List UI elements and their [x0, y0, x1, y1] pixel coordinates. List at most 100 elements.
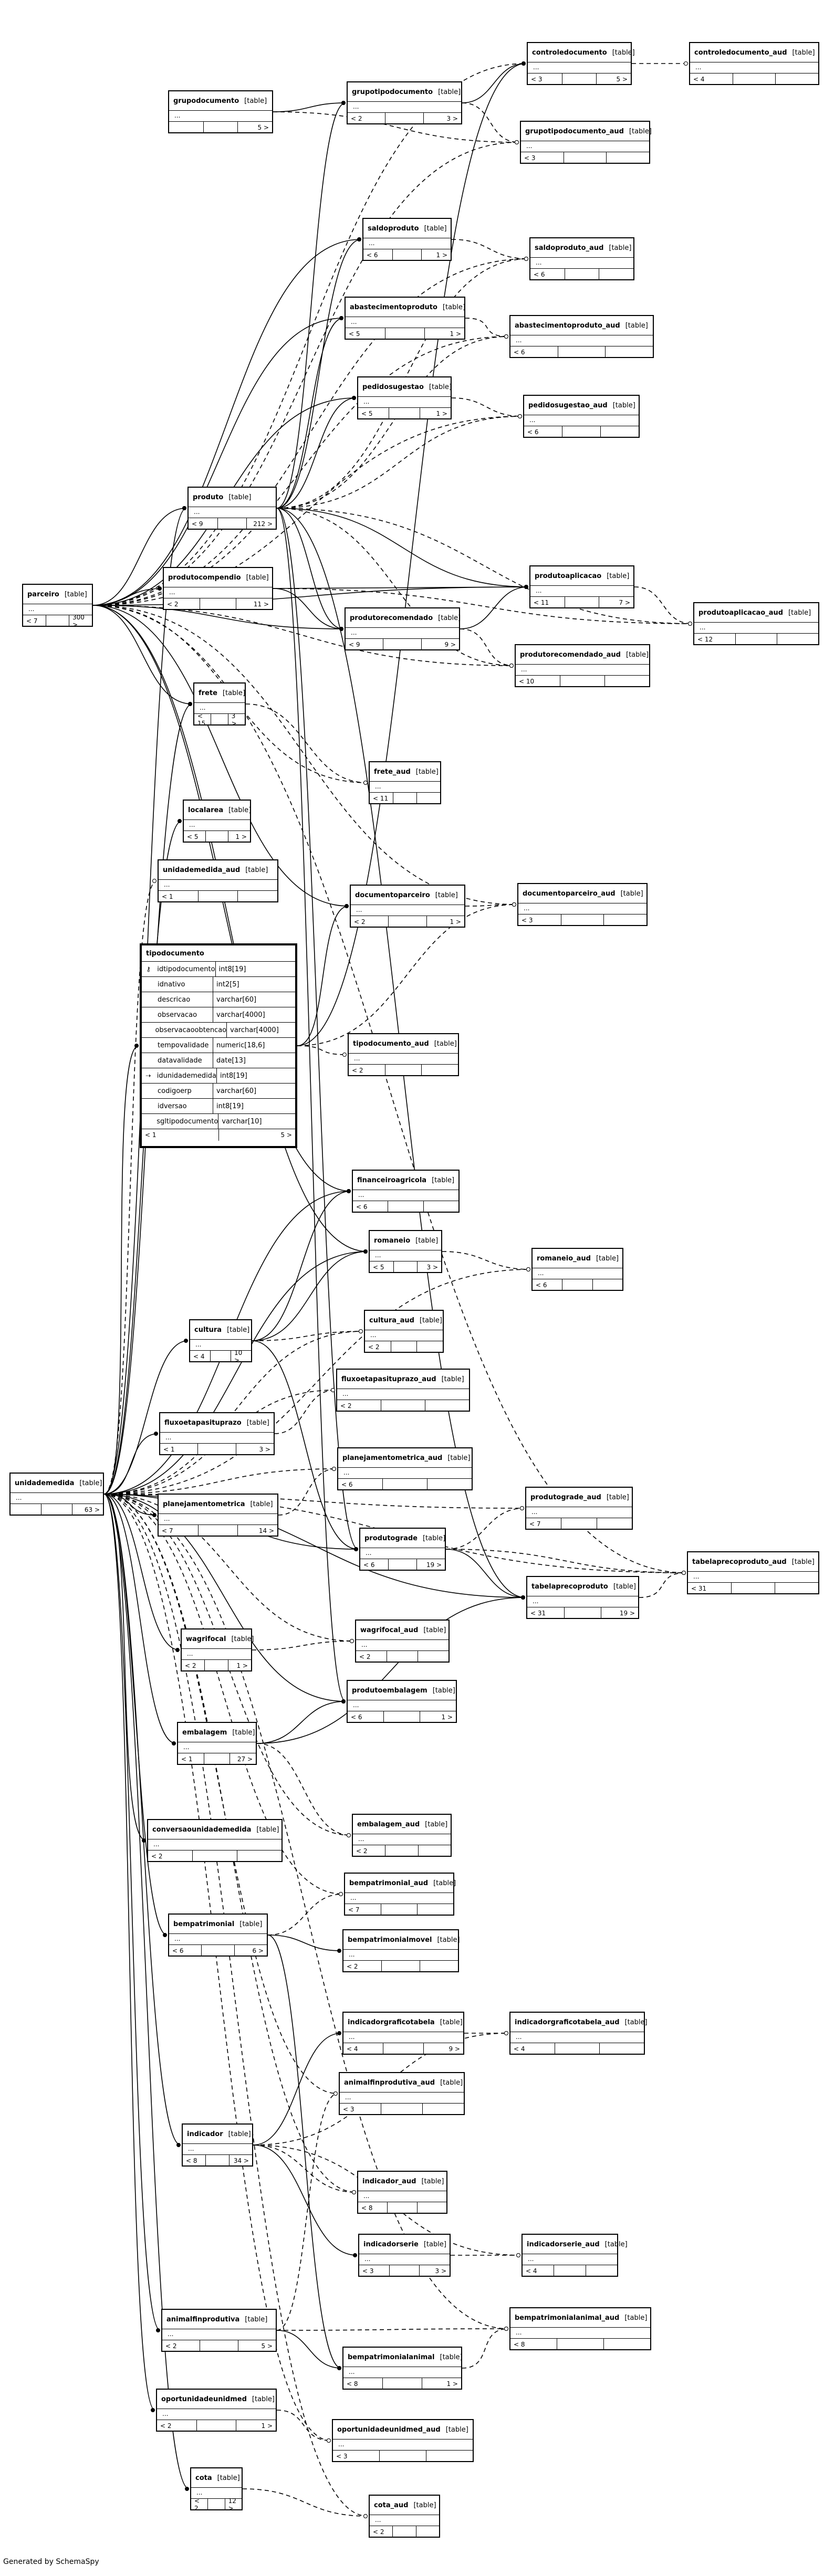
parents-count[interactable]: < 11 — [370, 793, 393, 804]
children-count[interactable]: 212 > — [253, 520, 273, 528]
entity-bempatrimonial_aud[interactable]: bempatrimonial_aud[table]...< 7 — [344, 1873, 456, 1916]
children-count[interactable]: 1 > — [261, 2422, 273, 2430]
parents-count[interactable]: < 6 — [363, 249, 393, 261]
parents-count[interactable]: < 3 — [333, 2451, 380, 2462]
entity-fluxoetapasituprazo_aud[interactable]: fluxoetapasituprazo_aud[table]...< 2 — [336, 1369, 470, 1412]
parents-count[interactable]: < 4 — [190, 1351, 211, 1362]
entity-produtograde_aud[interactable]: produtograde_aud[table]...< 7 — [525, 1487, 633, 1530]
parents-count[interactable]: < 5 — [184, 831, 206, 843]
entity-cultura_aud[interactable]: cultura_aud[table]...< 2 — [364, 1310, 444, 1353]
entity-produtorecomendado_aud[interactable]: produtorecomendado_aud[table]...< 10 — [515, 644, 650, 687]
children-count[interactable] — [604, 2339, 650, 2350]
children-count[interactable] — [599, 269, 633, 280]
parents-count[interactable]: < 6 — [510, 346, 558, 358]
children-count[interactable] — [425, 1400, 469, 1412]
parents-count[interactable]: < 6 — [348, 1711, 384, 1723]
parents-count[interactable]: < 2 — [365, 1341, 391, 1353]
children-count[interactable] — [604, 914, 646, 926]
entity-controledocumento_aud[interactable]: controledocumento_aud[table]...< 4 — [689, 42, 819, 85]
children-count[interactable]: 27 > — [237, 1755, 253, 1763]
children-count[interactable]: 63 > — [84, 1506, 100, 1513]
children-count[interactable] — [418, 2202, 446, 2214]
parents-count[interactable]: < 7 — [23, 615, 46, 627]
parents-count[interactable]: < 5 — [358, 408, 389, 419]
parents-count[interactable]: < 2 — [351, 916, 389, 928]
parents-count[interactable]: < 6 — [524, 426, 562, 438]
parents-count[interactable]: < 7 — [159, 1525, 199, 1537]
children-count[interactable] — [423, 2104, 464, 2115]
parents-count[interactable]: < 6 — [169, 1945, 202, 1957]
parents-count[interactable]: < 1 — [160, 1444, 199, 1455]
parents-count[interactable] — [11, 1504, 41, 1516]
children-count[interactable]: 3 > — [231, 712, 237, 727]
entity-tabelaprecoproduto_aud[interactable]: tabelaprecoproduto_aud[table]...< 31 — [687, 1551, 819, 1594]
children-count[interactable]: 1 > — [235, 833, 247, 840]
children-count[interactable]: 19 > — [426, 1561, 442, 1569]
entity-indicadorserie_aud[interactable]: indicadorserie_aud[table]...< 4 — [521, 2234, 628, 2277]
children-count[interactable]: 1 > — [441, 1713, 453, 1721]
children-count[interactable]: 14 > — [258, 1527, 275, 1534]
children-count[interactable]: 1 > — [436, 251, 448, 259]
entity-produtoaplicacao_aud[interactable]: produtoaplicacao_aud[table]...< 12 — [693, 602, 819, 645]
children-count[interactable] — [586, 2265, 617, 2277]
parents-count[interactable]: < 4 — [690, 73, 733, 85]
children-count[interactable] — [427, 1479, 472, 1490]
entity-animalfinprodutiva_aud[interactable]: animalfinprodutiva_aud[table]...< 3 — [339, 2072, 465, 2115]
parents-count[interactable]: < 8 — [510, 2339, 557, 2350]
parents-count[interactable]: < 9 — [346, 639, 384, 650]
entity-grupotipodocumento_aud[interactable]: grupotipodocumento_aud[table]...< 3 — [520, 121, 652, 164]
parents-count[interactable]: < 2 — [348, 113, 386, 124]
children-count[interactable] — [607, 152, 649, 164]
children-count[interactable] — [420, 1961, 458, 1972]
entity-saldoproduto_aud[interactable]: saldoproduto_aud[table]...< 6 — [529, 237, 634, 280]
parents-count[interactable]: < 31 — [527, 1607, 565, 1619]
entity-grupodocumento[interactable]: grupodocumento[table]...5 > — [168, 90, 273, 133]
parents-count[interactable]: < 5 — [346, 328, 385, 340]
entity-embalagem_aud[interactable]: embalagem_aud[table]...< 2 — [352, 1814, 452, 1857]
entity-financeiroagricola[interactable]: financeiroagricola[table]...< 6 — [352, 1170, 460, 1213]
children-count[interactable]: 7 > — [619, 599, 631, 606]
parents-count[interactable]: < 6 — [353, 1201, 389, 1213]
parents-count[interactable]: < 8 — [358, 2202, 388, 2214]
children-count[interactable] — [605, 676, 649, 687]
children-count[interactable] — [417, 1341, 443, 1353]
parents-count[interactable]: < 4 — [523, 2265, 555, 2277]
parents-count[interactable]: < 11 — [530, 597, 565, 608]
parents-count[interactable]: < 7 — [526, 1518, 562, 1530]
entity-tipodocumento_aud[interactable]: tipodocumento_aud[table]...< 2 — [348, 1033, 459, 1076]
parents-count[interactable]: < 9 — [189, 518, 218, 530]
children-count[interactable] — [418, 1651, 448, 1663]
children-count[interactable]: 1 > — [446, 2380, 458, 2388]
entity-unidademedida_aud[interactable]: unidademedida_aud[table]...< 1 — [158, 859, 278, 902]
parents-count[interactable]: < 2 — [349, 1065, 385, 1076]
children-count[interactable] — [426, 2451, 473, 2462]
children-count[interactable]: 1 > — [450, 330, 462, 338]
entity-conversaounidademedida[interactable]: conversaounidademedida[table]...< 2 — [147, 1819, 283, 1862]
children-count[interactable] — [418, 1904, 453, 1916]
parents-count[interactable]: < 2 — [148, 1850, 193, 1862]
children-count[interactable] — [777, 634, 818, 645]
parents-count[interactable]: < 2 — [356, 1651, 387, 1663]
parents-count[interactable]: < 4 — [510, 2043, 555, 2055]
entity-indicadorgraficotabela_aud[interactable]: indicadorgraficotabela_aud[table]...< 4 — [509, 2012, 648, 2055]
parents-count[interactable]: < 8 — [343, 2378, 383, 2390]
parents-count[interactable]: < 15 — [194, 712, 212, 727]
parents-count[interactable]: < 1 — [142, 1129, 219, 1141]
parents-count[interactable]: < 5 — [370, 1261, 394, 1273]
parents-count[interactable]: < 7 — [345, 1904, 381, 1916]
parents-count[interactable]: < 2 — [343, 1961, 382, 1972]
